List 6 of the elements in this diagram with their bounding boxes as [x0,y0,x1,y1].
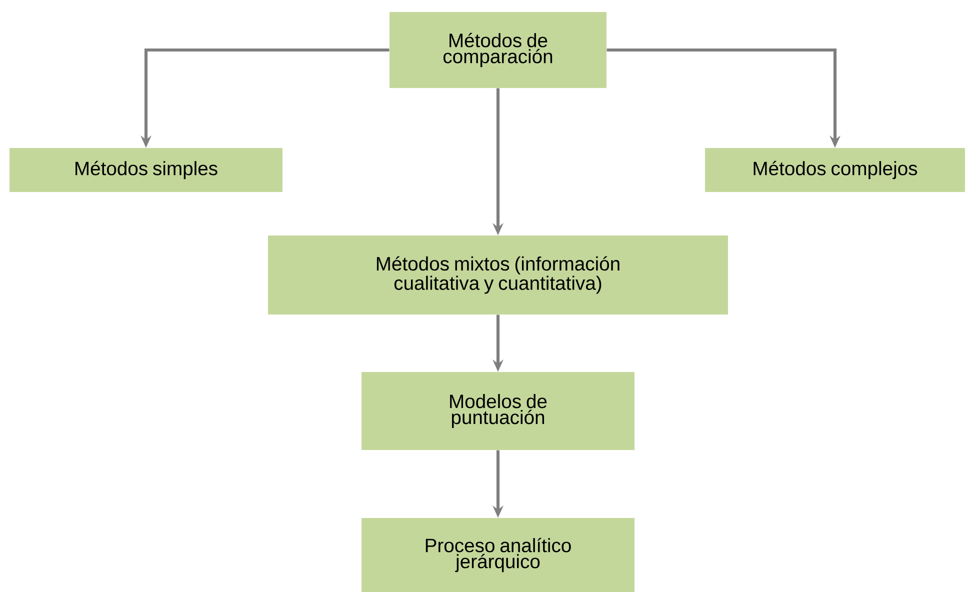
process-box: Métodos complejos [705,148,966,192]
process-box: Métodos de comparación [390,12,606,88]
process-box: Modelos de puntuación [362,372,634,450]
process-box: Proceso analítico jerárquico [362,518,634,592]
process-box: Métodos simples [10,148,282,192]
process-box: Métodos mixtos (información cualitativa y cuantitativa) [268,236,728,314]
